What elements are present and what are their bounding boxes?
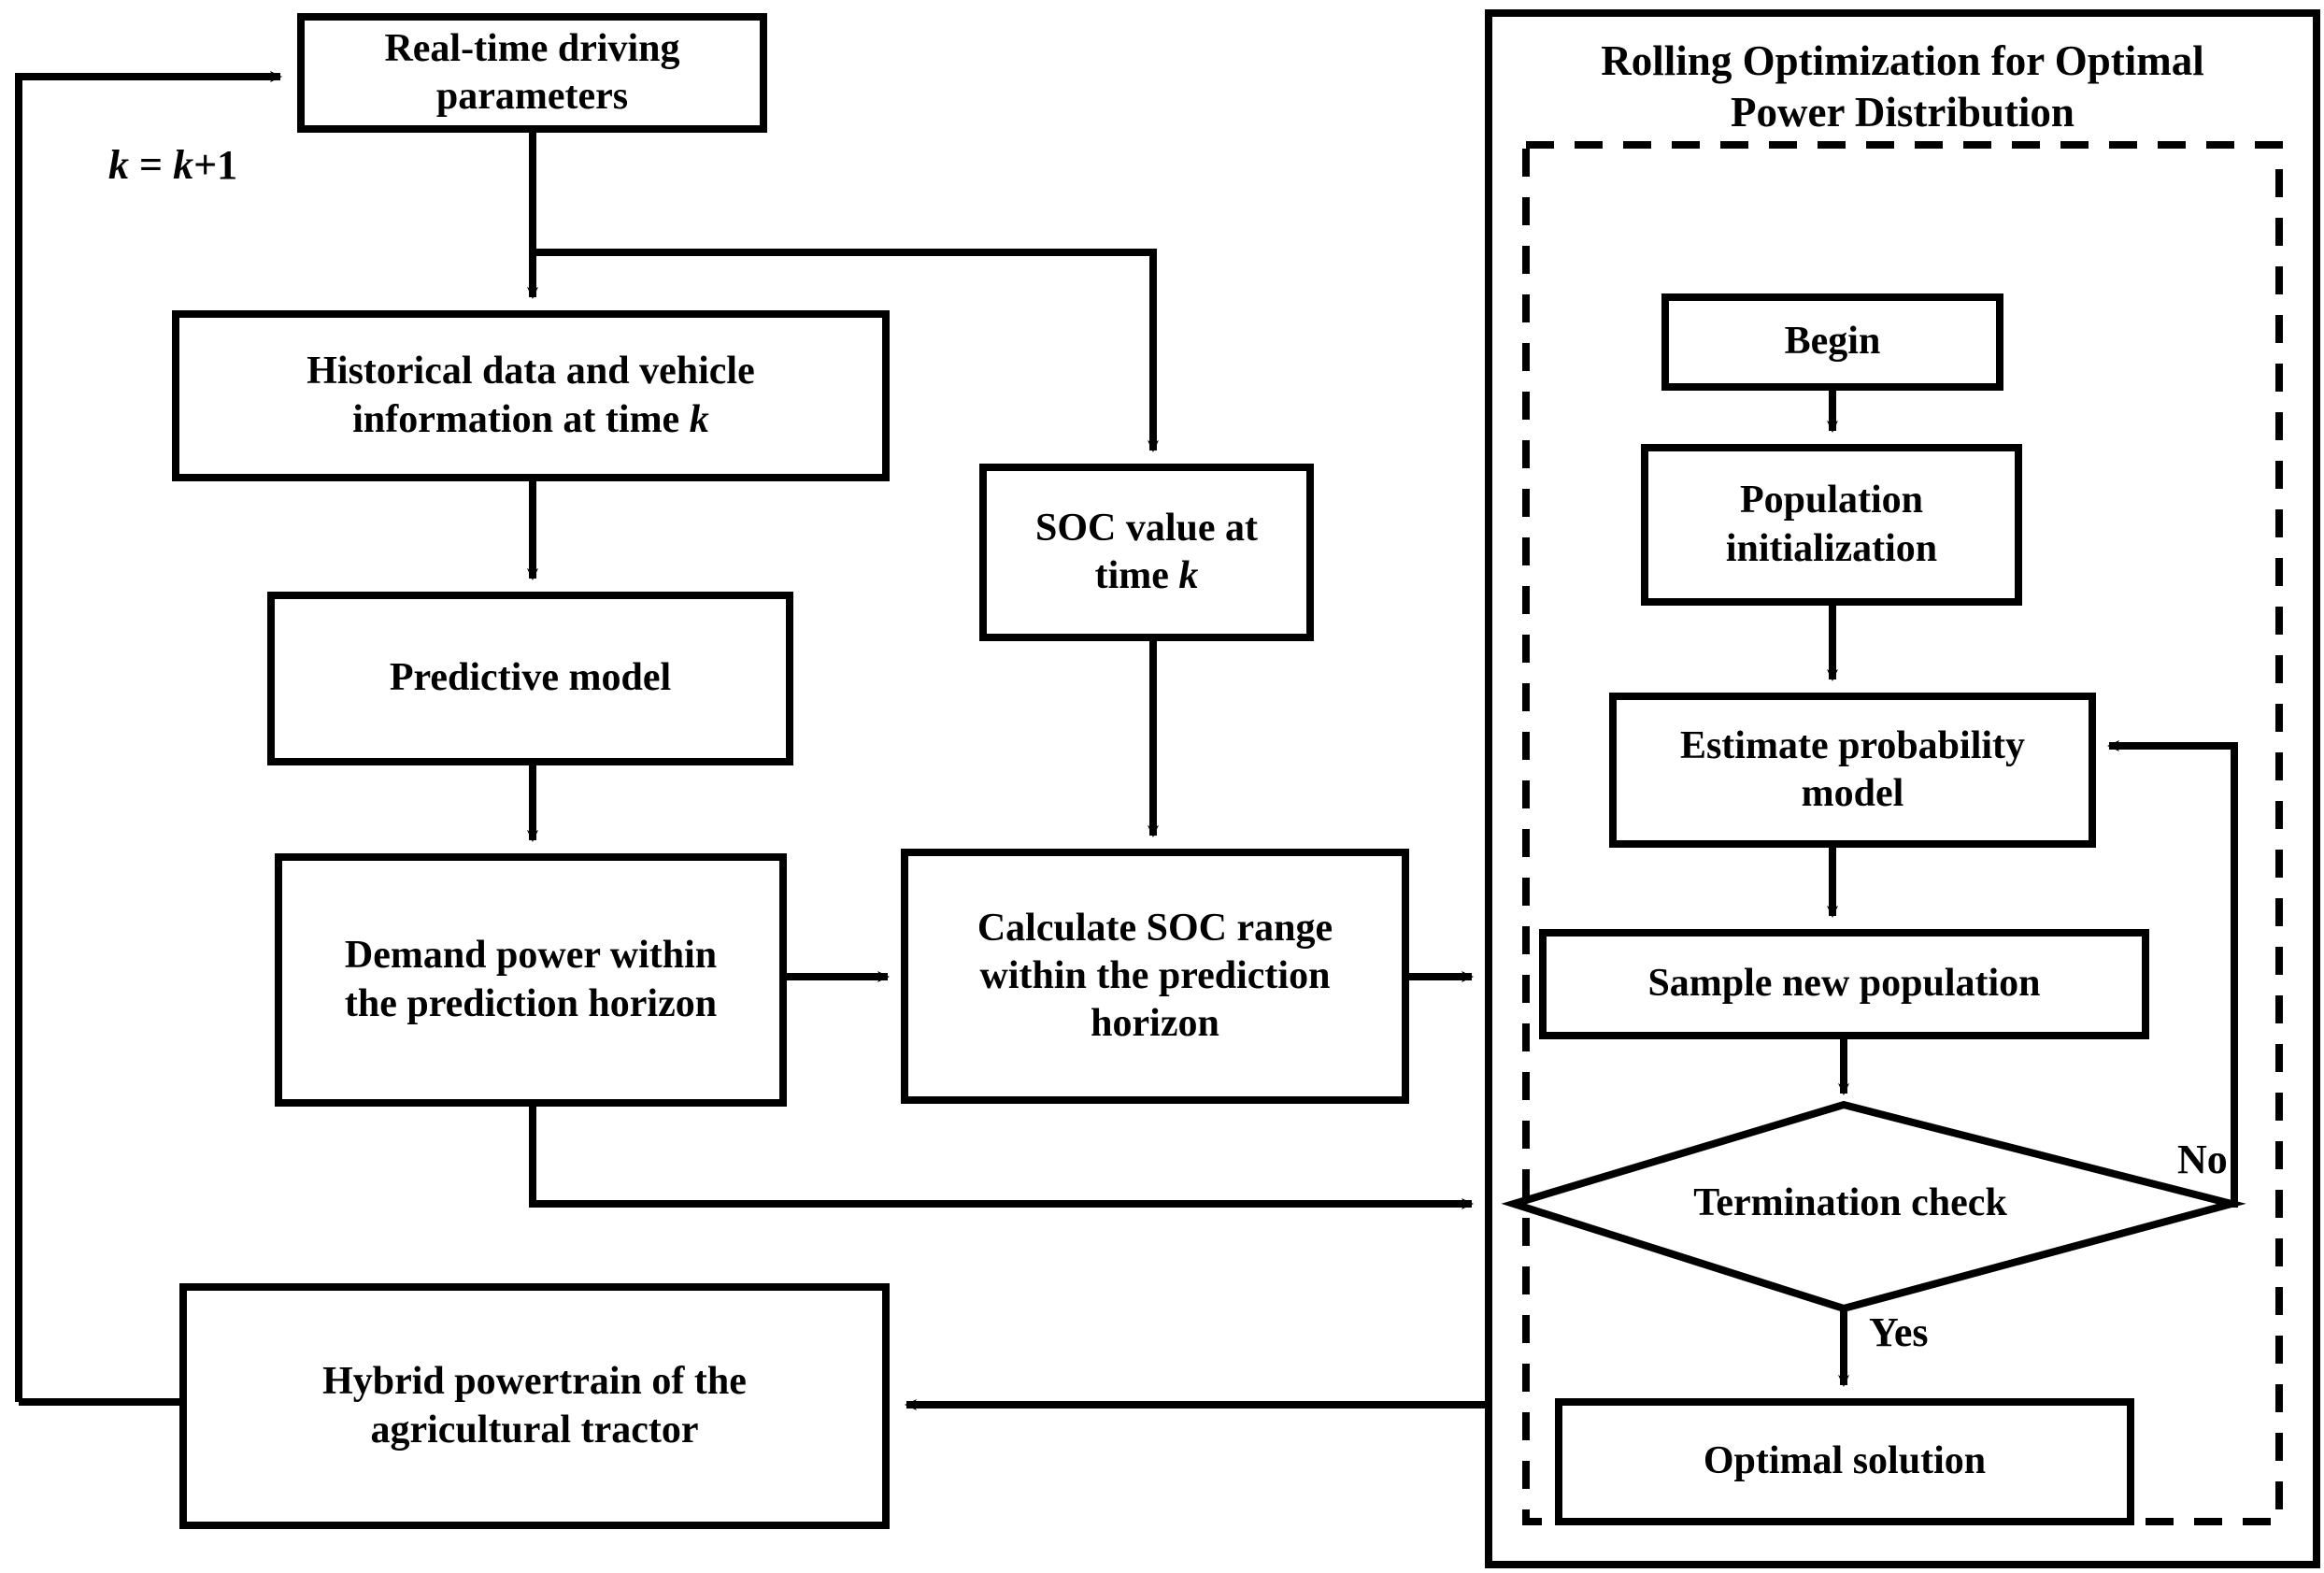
feedback-eq: =	[129, 142, 174, 188]
estimate-probability-model-box	[1609, 693, 2096, 848]
feedback-label-k-plus-1: k = k+1	[67, 93, 237, 236]
population-initialization-box	[1641, 444, 2022, 606]
calculate-soc-range-box	[901, 849, 1409, 1104]
feedback-plus-one: +1	[193, 142, 238, 188]
demand-power-box	[275, 853, 787, 1107]
sample-new-population-box	[1539, 929, 2149, 1039]
node-shapes	[172, 9, 2320, 1568]
yes-branch-label: Yes	[1869, 1309, 1929, 1355]
soc-value-box	[979, 464, 1314, 641]
connectors	[15, 71, 2238, 1410]
edge-no-loop	[2107, 740, 2238, 1208]
realtime-driving-parameters-box	[297, 13, 767, 133]
feedback-k-a: k	[108, 142, 129, 188]
edge-feedback-k-plus-1	[15, 71, 282, 1402]
no-branch-label: No	[2177, 1137, 2228, 1182]
predictive-model-box	[267, 592, 793, 765]
feedback-k-b: k	[173, 142, 194, 188]
begin-box	[1661, 293, 2003, 391]
edge-demand-to-termination	[529, 1103, 1474, 1209]
historical-data-box	[172, 310, 890, 481]
hybrid-powertrain-box	[179, 1283, 890, 1529]
edge-split-to-soc-value	[533, 249, 1159, 452]
optimal-solution-box	[1555, 1398, 2134, 1525]
